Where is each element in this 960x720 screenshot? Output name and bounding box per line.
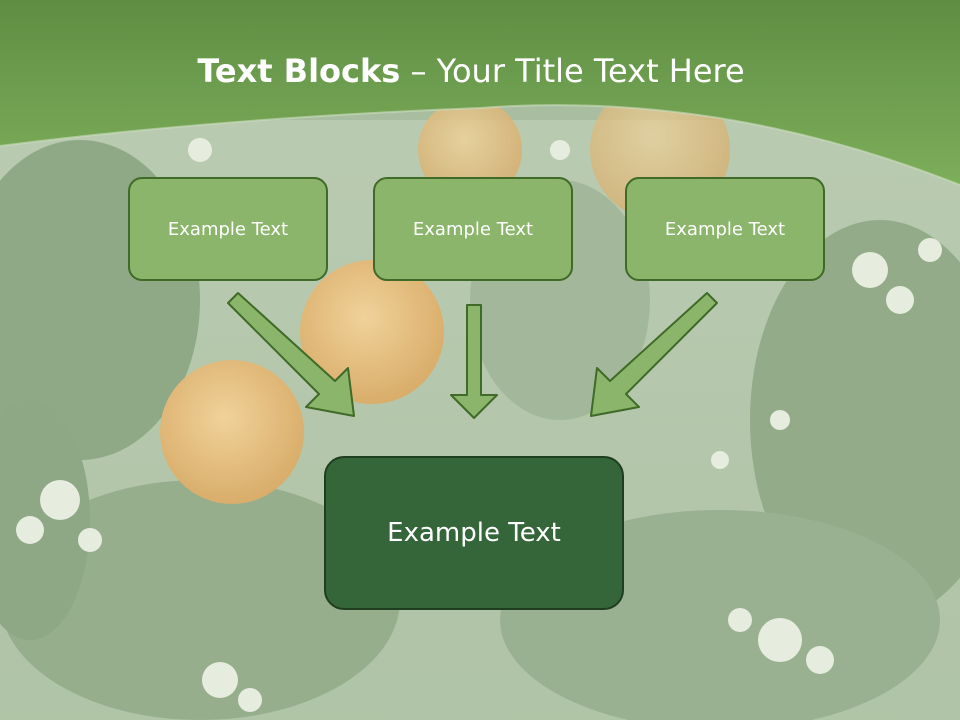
text-box-main: Example Text [324,456,624,610]
arrow-center [450,304,498,419]
title-bold: Text Blocks [197,52,401,90]
text-box-center: Example Text [373,177,573,281]
slide-title: Text Blocks – Your Title Text Here [0,52,942,90]
text-box-main-label: Example Text [387,518,561,548]
arrow-right [590,292,718,417]
text-box-right-label: Example Text [664,218,786,240]
text-box-center-label: Example Text [412,218,534,240]
title-rest: Your Title Text Here [436,52,745,90]
title-dash: – [400,52,437,90]
text-box-left: Example Text [128,177,328,281]
text-box-right: Example Text [625,177,825,281]
arrow-left [227,292,355,417]
text-box-left-label: Example Text [167,218,289,240]
